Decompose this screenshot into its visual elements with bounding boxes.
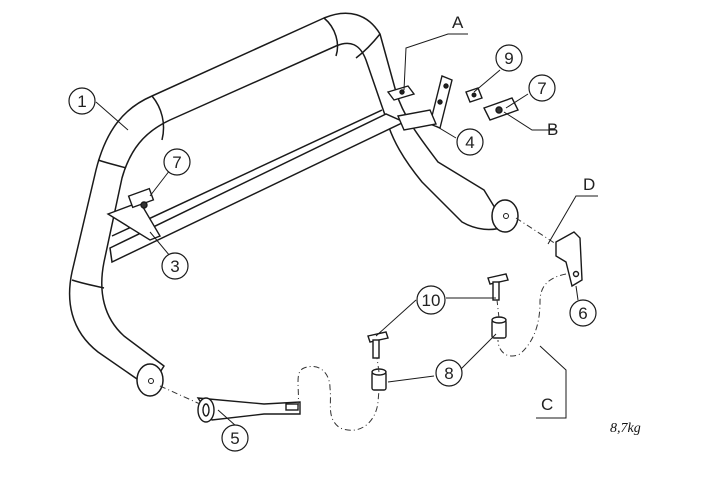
tube-seam bbox=[355, 33, 381, 59]
letter-c: C bbox=[541, 395, 553, 414]
clamp-plate-b bbox=[483, 97, 519, 121]
crossbar bbox=[109, 109, 406, 264]
bracket-4 bbox=[397, 75, 453, 131]
bracket-3 bbox=[106, 187, 162, 241]
leader-d bbox=[547, 195, 598, 245]
svg-text:8: 8 bbox=[444, 364, 453, 383]
callout-10: 10 bbox=[416, 285, 446, 315]
tube-end-right bbox=[491, 199, 519, 233]
letter-d: D bbox=[583, 175, 595, 194]
svg-text:4: 4 bbox=[465, 133, 474, 152]
svg-text:5: 5 bbox=[230, 429, 239, 448]
leader-4 bbox=[435, 125, 457, 139]
tube-seam bbox=[323, 17, 339, 57]
spacer-8-right bbox=[491, 316, 507, 339]
callout-3: 3 bbox=[161, 252, 189, 280]
svg-text:6: 6 bbox=[578, 304, 587, 323]
leader-8b bbox=[459, 333, 497, 371]
callout-7b: 7 bbox=[528, 74, 556, 102]
svg-text:3: 3 bbox=[170, 257, 179, 276]
leader-c bbox=[536, 345, 567, 419]
leader-6 bbox=[575, 285, 579, 301]
tube-seam bbox=[97, 159, 127, 169]
bolt-10-right bbox=[487, 273, 509, 301]
tube-end-left bbox=[136, 363, 164, 397]
callout-8: 8 bbox=[435, 359, 463, 387]
tube-bar bbox=[68, 12, 507, 389]
plate-a bbox=[386, 85, 416, 101]
svg-text:10: 10 bbox=[422, 291, 441, 310]
leader-a bbox=[403, 33, 468, 91]
callout-9: 9 bbox=[495, 44, 523, 72]
assembly-paths bbox=[159, 217, 567, 431]
tube-seam bbox=[71, 279, 105, 289]
weight-label: 8,7kg bbox=[610, 421, 641, 436]
leader-10a bbox=[375, 299, 417, 337]
leader-8a bbox=[387, 375, 435, 383]
leader-lines bbox=[95, 33, 598, 427]
spacer-8-left bbox=[371, 368, 387, 391]
leader-3 bbox=[149, 231, 171, 257]
leader-7a bbox=[149, 169, 171, 197]
callout-6: 6 bbox=[569, 299, 597, 327]
bracket-5 bbox=[196, 397, 301, 423]
callout-1: 1 bbox=[68, 87, 96, 115]
tube-seam bbox=[151, 95, 165, 141]
letter-a: A bbox=[452, 13, 464, 32]
leader-5 bbox=[217, 409, 237, 427]
bracket-6 bbox=[555, 231, 583, 288]
svg-text:9: 9 bbox=[504, 49, 513, 68]
tube-outline bbox=[68, 12, 507, 389]
leader-9 bbox=[473, 69, 501, 93]
bolt-10-left bbox=[367, 331, 389, 359]
svg-text:7: 7 bbox=[172, 153, 181, 172]
callout-7a: 7 bbox=[163, 148, 191, 176]
washer-9 bbox=[465, 87, 483, 103]
leader-1 bbox=[95, 101, 129, 131]
svg-text:1: 1 bbox=[77, 92, 86, 111]
callout-4: 4 bbox=[456, 128, 484, 156]
letter-b: B bbox=[547, 120, 558, 139]
leader-b bbox=[503, 111, 556, 131]
svg-text:7: 7 bbox=[537, 79, 546, 98]
leader-7b bbox=[505, 93, 529, 109]
callout-5: 5 bbox=[221, 424, 249, 452]
